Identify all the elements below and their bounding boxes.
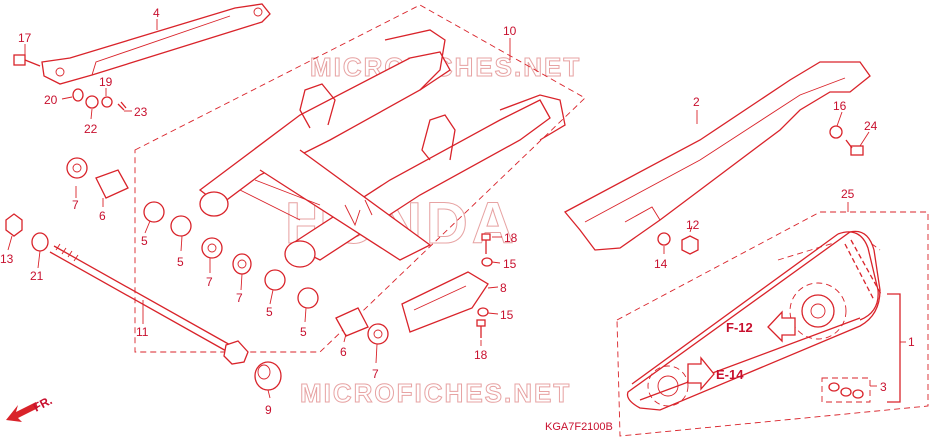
callout-5-c: 5 [266,305,273,319]
callout-20: 20 [44,93,58,107]
callout-8: 8 [500,281,507,295]
callout-5-d: 5 [300,325,307,339]
callout-10: 10 [503,24,517,38]
part-7-seal-b [201,237,223,259]
part-5-bearing-a [143,201,165,223]
part-6-collar-left [95,169,129,199]
part-15-washer-upper [481,257,493,267]
part-7-seal-d [367,323,389,345]
part-5-bearing-d [297,287,319,309]
swingarm-group-box [134,4,586,353]
part-7-seal-a [66,157,88,179]
part-13-nut [5,213,23,237]
part-19-nut [101,96,113,108]
part-21-washer [31,232,49,252]
part-16-collar [829,125,843,139]
sprocket-front [647,365,689,407]
part-1-bracket [887,293,901,403]
callout-25: 25 [841,187,855,201]
part-7-seal-c [232,253,252,275]
callout-9: 9 [265,403,272,417]
callout-13: 13 [0,252,14,266]
part-8-chain-slider [401,271,489,333]
callout-7-c: 7 [236,291,243,305]
front-arrow-label: FR. [31,393,55,414]
callout-22: 22 [84,122,98,136]
part-10-swingarm [198,29,566,268]
part-5-bearing-b [170,215,192,237]
part-6-collar-right [335,307,369,337]
part-20-washer [72,88,84,102]
part-18-bolt-upper [481,233,491,254]
callout-21: 21 [30,269,44,283]
ref-e14: E-14 [687,356,744,391]
callout-14: 14 [654,257,668,271]
callout-19: 19 [99,75,113,89]
part-23-cotter [117,101,127,111]
callout-3: 3 [880,380,887,394]
callout-5-a: 5 [141,234,148,248]
part-22-nut [85,95,99,109]
callout-23: 23 [134,105,148,119]
part-15-washer-lower [477,307,489,317]
ref-f12-label: F-12 [726,320,753,335]
callout-1: 1 [908,335,915,349]
callout-2: 2 [693,95,700,109]
sprocket-rear [789,282,847,340]
front-arrow: FR. [6,393,54,422]
callout-6-a: 6 [99,209,106,223]
callout-15-b: 15 [500,308,514,322]
callout-7-d: 7 [372,367,379,381]
callout-5-b: 5 [177,255,184,269]
part-4-arm [41,3,271,85]
callout-numbers: 4 17 19 20 23 22 10 2 16 24 25 7 6 5 5 7… [0,6,915,417]
callout-4: 4 [153,6,160,20]
watermark-bottom: MICROFICHES.NET [300,378,571,408]
part-2-chain-case [563,61,871,251]
chain-group-box [616,211,929,437]
part-17-bolt [13,54,41,67]
callout-16: 16 [833,99,847,113]
callout-12: 12 [686,218,700,232]
part-11-pivot-bolt [49,243,249,365]
ref-e14-label: E-14 [716,367,744,382]
part-3-master-link [821,377,871,403]
callout-17: 17 [18,31,32,45]
ref-f12: F-12 [726,310,796,343]
diagram-code: KGA7F2100B [545,421,613,433]
callout-7-b: 7 [206,275,213,289]
callout-11: 11 [136,325,149,339]
callout-15-a: 15 [503,257,517,271]
callout-18-a: 18 [504,231,518,245]
part-18-bolt-lower [476,319,486,338]
callout-7-a: 7 [72,198,79,212]
leader-lines [7,19,906,399]
part-5-bearing-c [264,269,286,291]
callout-24: 24 [864,119,878,133]
part-12-nut [681,235,699,255]
part-14-washer [657,232,671,246]
part-24-bolt [845,139,864,156]
callout-18-b: 18 [474,348,488,362]
callout-6-b: 6 [340,345,347,359]
